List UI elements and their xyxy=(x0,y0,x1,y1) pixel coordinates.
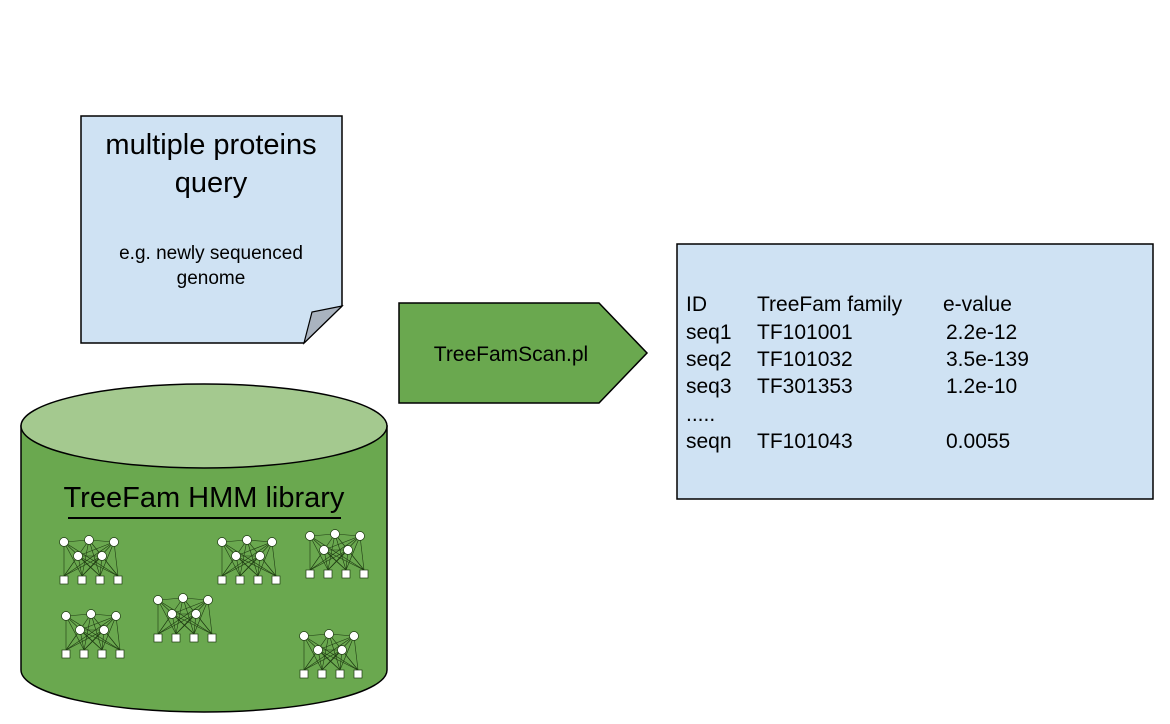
hmm-emission-node xyxy=(323,569,333,579)
hmm-network-icon xyxy=(61,609,125,659)
hmm-emission-node xyxy=(335,669,345,679)
results-row-ellipsis: ..... xyxy=(686,403,715,426)
hmm-state-node xyxy=(330,529,340,539)
process-arrow-shape xyxy=(398,302,649,404)
results-cell-family: TF301353 xyxy=(757,375,853,398)
hmm-state-node xyxy=(59,537,69,547)
results-output: ID TreeFam family e-value seq1 TF101001 … xyxy=(676,243,1154,500)
hmm-emission-node xyxy=(207,633,217,643)
hmm-network-icon xyxy=(217,535,281,585)
hmm-emission-node xyxy=(359,569,369,579)
hmm-state-node xyxy=(217,537,227,547)
results-cell-id: seq1 xyxy=(686,321,732,344)
results-cell-evalue: 3.5e-139 xyxy=(946,348,1029,371)
hmm-emission-node xyxy=(79,649,89,659)
query-note-line2: genome xyxy=(177,268,246,289)
results-cell-evalue: 2.2e-12 xyxy=(946,321,1017,344)
hmm-state-node xyxy=(337,645,347,655)
hmm-network-icon xyxy=(153,593,217,643)
hmm-state-node xyxy=(61,611,71,621)
hmm-emission-node xyxy=(77,575,87,585)
hmm-library-database: TreeFam HMM library xyxy=(20,383,388,713)
hmm-state-node xyxy=(75,625,85,635)
hmm-emission-node xyxy=(253,575,263,585)
hmm-emission-node xyxy=(305,569,315,579)
hmm-state-node xyxy=(319,545,329,555)
library-label: TreeFam HMM library xyxy=(64,482,345,514)
hmm-state-node xyxy=(355,531,365,541)
hmm-state-node xyxy=(231,551,241,561)
results-cell-family: TF101032 xyxy=(757,348,853,371)
hmm-state-node xyxy=(203,595,213,605)
results-cell-id: seq2 xyxy=(686,348,732,371)
query-title-line2: query xyxy=(175,167,248,199)
hmm-state-node xyxy=(111,611,121,621)
process-label: TreeFamScan.pl xyxy=(434,343,588,366)
hmm-state-node xyxy=(167,609,177,619)
hmm-state-node xyxy=(242,535,252,545)
hmm-emission-node xyxy=(113,575,123,585)
hmm-state-node xyxy=(305,531,315,541)
hmm-emission-node xyxy=(235,575,245,585)
hmm-emission-node xyxy=(341,569,351,579)
query-document: multiple proteins query e.g. newly seque… xyxy=(80,115,344,345)
hmm-state-node xyxy=(86,609,96,619)
hmm-state-node xyxy=(267,537,277,547)
hmm-emission-node xyxy=(153,633,163,643)
results-row: seq3 TF301353 1.2e-10 xyxy=(686,375,1017,398)
results-cell-family: TF101043 xyxy=(757,430,853,453)
hmm-diagram-group xyxy=(59,529,369,679)
hmm-state-node xyxy=(109,537,119,547)
hmm-state-node xyxy=(99,625,109,635)
hmm-state-node xyxy=(97,551,107,561)
query-document-fold xyxy=(302,305,344,345)
results-cell-id: ..... xyxy=(686,403,715,426)
results-header-row: ID TreeFam family e-value xyxy=(686,293,1012,316)
results-cell-evalue: 1.2e-10 xyxy=(946,375,1017,398)
results-cell-id: seq3 xyxy=(686,375,732,398)
results-row: seq1 TF101001 2.2e-12 xyxy=(686,321,1017,344)
hmm-emission-node xyxy=(61,649,71,659)
hmm-emission-node xyxy=(171,633,181,643)
hmm-state-node xyxy=(313,645,323,655)
hmm-state-node xyxy=(73,551,83,561)
results-cell-family: TF101001 xyxy=(757,321,853,344)
results-row: seq2 TF101032 3.5e-139 xyxy=(686,348,1029,371)
hmm-state-node xyxy=(178,593,188,603)
results-header-family: TreeFam family xyxy=(757,293,903,316)
hmm-state-node xyxy=(191,609,201,619)
hmm-state-node xyxy=(255,551,265,561)
hmm-state-node xyxy=(299,631,309,641)
hmm-state-node xyxy=(324,629,334,639)
hmm-emission-node xyxy=(97,649,107,659)
query-note-line1: e.g. newly sequenced xyxy=(119,243,303,264)
hmm-emission-node xyxy=(299,669,309,679)
hmm-emission-node xyxy=(95,575,105,585)
hmm-state-node xyxy=(84,535,94,545)
library-cylinder-body xyxy=(20,425,388,713)
hmm-state-node xyxy=(153,595,163,605)
hmm-state-node xyxy=(343,545,353,555)
hmm-emission-node xyxy=(217,575,227,585)
results-box xyxy=(676,243,1154,500)
query-title-line1: multiple proteins xyxy=(105,129,316,161)
results-cell-id: seqn xyxy=(686,430,732,453)
process-step: TreeFamScan.pl xyxy=(398,302,649,404)
results-header-id: ID xyxy=(686,293,707,316)
hmm-emission-node xyxy=(271,575,281,585)
hmm-emission-node xyxy=(59,575,69,585)
library-cylinder-top xyxy=(20,383,388,469)
hmm-network-icon xyxy=(299,629,363,679)
results-header-evalue: e-value xyxy=(943,293,1012,316)
hmm-emission-node xyxy=(189,633,199,643)
hmm-emission-node xyxy=(317,669,327,679)
hmm-emission-node xyxy=(115,649,125,659)
hmm-network-icon xyxy=(305,529,369,579)
hmm-state-node xyxy=(349,631,359,641)
results-row: seqn TF101043 0.0055 xyxy=(686,430,1010,453)
results-cell-evalue: 0.0055 xyxy=(946,430,1010,453)
hmm-emission-node xyxy=(353,669,363,679)
hmm-network-icon xyxy=(59,535,123,585)
